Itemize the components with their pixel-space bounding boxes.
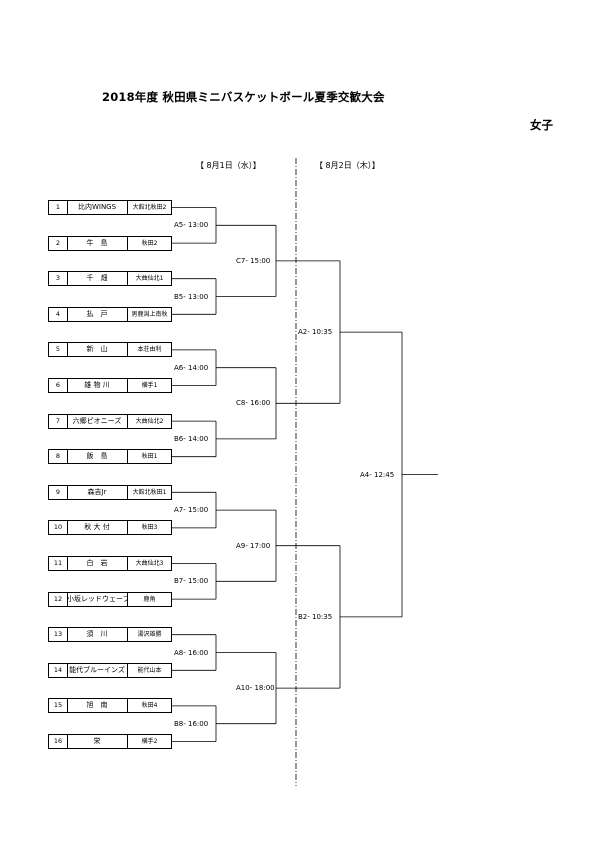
team-venue: 能代山本 (137, 666, 162, 674)
team-name: 須 川 (67, 628, 128, 642)
team-seed: 2 (49, 236, 68, 250)
team-venue: 大曲仙北1 (135, 275, 164, 283)
team-venue: 横手2 (141, 738, 158, 745)
team-seed: 10 (49, 521, 68, 535)
team-name: 払 戸 (67, 307, 128, 321)
team-seed: 15 (49, 699, 68, 713)
team-seed: 14 (49, 663, 68, 677)
match-time-label: A7- 15:00 (174, 506, 209, 515)
team-venue: 秋田4 (141, 702, 158, 710)
team-venue: 秋田2 (141, 239, 158, 247)
match-time-label: A10- 18:00 (236, 684, 275, 693)
team-seed: 1 (49, 201, 68, 214)
team-venue: 大館北秋田2 (132, 204, 167, 211)
team-seed: 9 (49, 485, 68, 499)
team-seed: 6 (49, 379, 68, 392)
team-name: 旭 南 (67, 699, 128, 713)
team-venue: 本荘由利 (137, 346, 162, 354)
page-title: 2018年度 秋田県ミニバスケットボール夏季交歓大会 (102, 90, 385, 104)
team-name: 千 畑 (67, 272, 128, 286)
match-time-label: A6- 14:00 (174, 363, 209, 372)
match-time-label: B2- 10:35 (298, 612, 333, 621)
team-venue: 秋田3 (141, 524, 158, 532)
team-seed: 13 (49, 628, 68, 642)
match-time-label: A9- 17:00 (236, 541, 271, 550)
team-name: 牛 島 (67, 236, 128, 250)
match-time-label: B7- 15:00 (174, 577, 209, 586)
match-time-label: B5- 13:00 (174, 292, 209, 301)
team-seed: 4 (49, 307, 68, 321)
team-seed: 3 (49, 272, 68, 286)
team-seed: 11 (49, 557, 68, 570)
division-label: 女子 (530, 118, 553, 132)
day-2-label: 【 8月2日（木）】 (315, 161, 380, 170)
team-name: 森吉Jr (67, 485, 128, 499)
team-name: 能代ブルーインズ (67, 663, 128, 677)
match-time-label: A8- 16:00 (174, 648, 209, 657)
team-name: 白 岩 (67, 557, 128, 570)
team-name: 雄 物 川 (67, 379, 128, 392)
team-name: 秋 大 付 (67, 521, 128, 535)
team-seed: 5 (49, 343, 68, 357)
team-name: 栄 (67, 735, 128, 748)
team-name: 新 山 (67, 343, 128, 357)
team-seed: 12 (49, 592, 68, 606)
team-venue: 秋田1 (141, 453, 158, 461)
match-time-label: A5- 13:00 (174, 221, 209, 230)
team-seed: 8 (49, 450, 68, 464)
team-venue: 大曲仙北2 (135, 417, 164, 425)
match-time-label: C8- 16:00 (236, 399, 271, 408)
team-venue: 湯沢雄勝 (137, 631, 162, 639)
team-venue: 大館北秋田1 (132, 488, 167, 496)
team-venue: 鹿角 (143, 595, 156, 603)
team-name: 飯 島 (67, 450, 128, 464)
match-time-label: A2- 10:35 (298, 328, 333, 337)
team-seed: 7 (49, 414, 68, 428)
final-match-label: A4- 12:45 (360, 470, 395, 479)
team-name: 小坂レッドウェーブ (67, 592, 128, 606)
match-time-label: C7- 15:00 (236, 256, 271, 265)
team-venue: 大曲仙北3 (135, 560, 164, 567)
team-seed: 16 (49, 735, 68, 748)
team-venue: 男鹿潟上南秋 (131, 310, 168, 318)
team-venue: 横手1 (141, 382, 158, 389)
match-time-label: B6- 14:00 (174, 434, 209, 443)
team-name: 六郷ピオニーズ (67, 414, 128, 428)
match-time-label: B8- 16:00 (174, 719, 209, 728)
day-1-label: 【 8月1日（水）】 (196, 161, 261, 170)
team-name: 比内WINGS (67, 201, 128, 214)
